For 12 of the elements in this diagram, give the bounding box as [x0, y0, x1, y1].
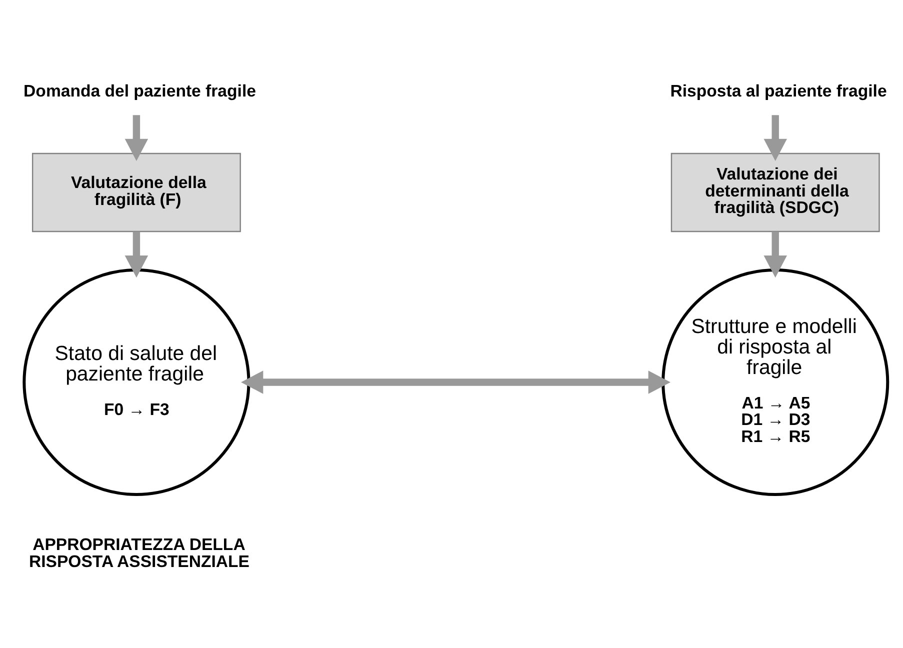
- label: APPROPRIATEZZA DELLA RISPOSTA ASSISTENZIALE: [28, 535, 250, 571]
- arrow: [763, 115, 786, 162]
- node-circle: Stato di salute del paziente fragile F0 → F3: [22, 268, 250, 496]
- node-circle: Strutture e modelli di risposta al fragile A1 → A5 D1 → D3 R1 → R5: [661, 268, 889, 496]
- node-box: Valutazione dei determinanti della fragilità (SDGC): [670, 152, 880, 232]
- arrow: [240, 370, 670, 394]
- node-text: Risposta al paziente fragile: [670, 82, 886, 101]
- arrow: [124, 232, 148, 278]
- node-box: Valutazione della fragilità (F): [31, 152, 240, 232]
- arrow: [763, 232, 786, 278]
- node-text: Domanda del paziente fragile: [23, 82, 256, 101]
- arrow: [124, 115, 148, 162]
